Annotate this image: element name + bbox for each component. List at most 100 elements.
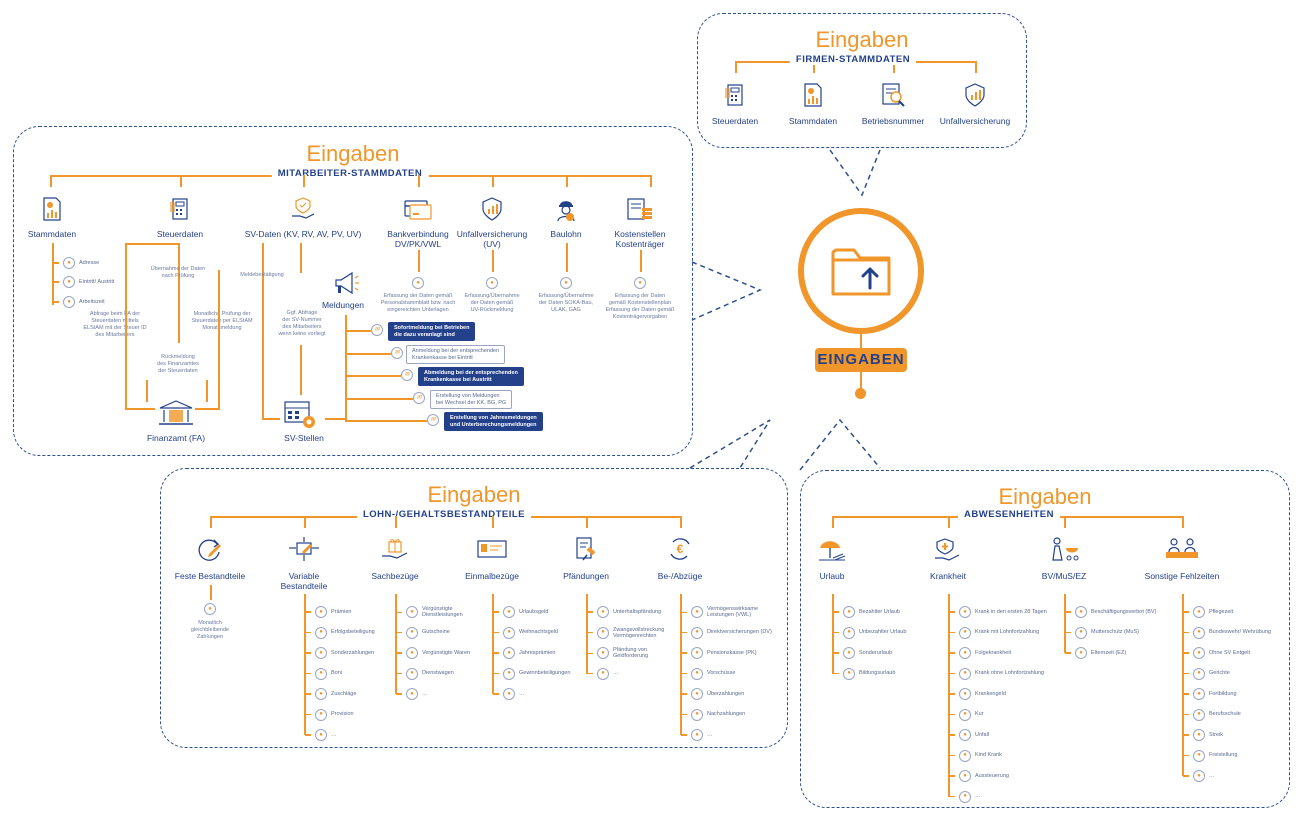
item-icon: ● bbox=[959, 790, 971, 803]
lohn-list-item: ●Weihnachtsgeld bbox=[493, 626, 558, 639]
lohn-list-item: ●Zuschläge bbox=[305, 688, 356, 700]
firmen-bubble bbox=[697, 13, 1027, 148]
abw-list-item: ●Krank in den ersten 28 Tagen bbox=[949, 606, 1047, 618]
lohn-col-label: Feste Bestandteile bbox=[174, 571, 246, 581]
item-icon: ● bbox=[691, 667, 703, 680]
steuer-note-4: Rückmeldung des Finanzamtes der Steuerda… bbox=[157, 354, 199, 374]
item-icon: ● bbox=[691, 606, 703, 619]
worker-helmet-icon bbox=[553, 196, 579, 222]
lohn-col-label: Variable Bestandteile bbox=[280, 571, 328, 592]
ma-stammdaten-label: Stammdaten bbox=[27, 229, 77, 239]
item-icon: ● bbox=[691, 708, 703, 721]
document-hammer-icon bbox=[573, 536, 599, 562]
meldung-4: Erstellung von Meldungen bei Wechsel der… bbox=[430, 390, 513, 410]
item-icon: ● bbox=[1075, 647, 1087, 659]
abw-list-item: ●Ohne SV Entgelt bbox=[1183, 647, 1250, 659]
abw-col-label: BV/MuS/EZ bbox=[1041, 571, 1087, 581]
lohn-col-label: Pfändungen bbox=[563, 571, 609, 581]
item-icon: ● bbox=[315, 626, 327, 639]
lohn-list-item: ●… bbox=[493, 688, 525, 700]
abw-list-item: ●Sonderurlaub bbox=[833, 647, 892, 659]
lohn-list-item: ●… bbox=[396, 688, 428, 700]
abw-list-item: ●Gerichte bbox=[1183, 667, 1230, 680]
abw-col-label: Urlaub bbox=[819, 571, 845, 581]
item-icon: ● bbox=[959, 708, 971, 721]
abw-list-item: ●Bundeswehr/ Wehrübung bbox=[1183, 626, 1271, 639]
abw-subtitle: ABWESENHEITEN bbox=[958, 509, 1060, 520]
item-icon: ● bbox=[1075, 626, 1087, 639]
item-icon: ● bbox=[406, 606, 418, 619]
sv-stellen-icon bbox=[283, 400, 317, 430]
mitarbeiter-title: Eingaben bbox=[306, 141, 400, 166]
item-icon: ● bbox=[1193, 606, 1205, 618]
lohn-list-item: ●Vergünstigte Waren bbox=[396, 647, 470, 659]
sv-note-1: Meldebestätigung bbox=[240, 272, 284, 278]
mitarbeiter-bubble bbox=[13, 126, 693, 456]
item-icon: ● bbox=[959, 606, 971, 618]
meldung-5: Erstellung von Jahresmeldungen und Unter… bbox=[444, 412, 543, 432]
firmen-betriebsnummer: Betriebsnummer bbox=[861, 116, 925, 126]
lohn-list-item: ●Nachzahlungen bbox=[681, 708, 745, 721]
item-icon: ● bbox=[597, 606, 609, 618]
lohn-list-item: ●Pfändung von Geldforderung bbox=[587, 647, 648, 660]
item-icon: ● bbox=[1193, 708, 1205, 721]
lohn-list-item: ●Vergünstigte Dienstleistungen bbox=[396, 606, 463, 619]
finanzamt-building-icon bbox=[156, 398, 196, 428]
kosten-label: Kostenstellen Kostenträger bbox=[614, 229, 666, 250]
item-icon: ● bbox=[315, 606, 327, 618]
item-icon: ● bbox=[315, 647, 327, 659]
item-icon: ● bbox=[406, 667, 418, 680]
item-icon: ● bbox=[406, 688, 418, 700]
lohn-col-label: Einmalbezüge bbox=[465, 571, 519, 581]
uv-shield-icon bbox=[479, 196, 505, 222]
uv-label: Unfallversicherung (UV) bbox=[456, 229, 528, 250]
abw-list-item: ●Streik bbox=[1183, 729, 1223, 741]
item-icon: ● bbox=[406, 647, 418, 659]
lohn-list-item: ●Vermögenswirksame Leistungen (VWL) bbox=[681, 606, 758, 619]
lohn-list-item: ●Provision bbox=[305, 708, 354, 721]
lohn-list-item: ●Zwangsvollstreckung Vermögenrechten bbox=[587, 627, 664, 640]
meldung-2: Anmeldung bei der entsprechenden Kranken… bbox=[406, 345, 506, 365]
lohn-list-item: ●Vorschüsse bbox=[681, 667, 735, 680]
lohn-col-label: Be-/Abzüge bbox=[657, 571, 703, 581]
ma-stamm-item: ●Eintritt/ Austritt bbox=[53, 276, 114, 288]
item-icon: ● bbox=[843, 606, 855, 618]
meldungen-label: Meldungen bbox=[321, 300, 365, 310]
item-icon: ● bbox=[959, 688, 971, 700]
abw-list-item: ●Krankengeld bbox=[949, 688, 1006, 700]
firmen-unfallversicherung: Unfallversicherung bbox=[939, 116, 1011, 126]
ma-steuerdaten-label: Steuerdaten bbox=[156, 229, 204, 239]
lohn-list-item: ●Dienstwagen bbox=[396, 667, 454, 680]
item-icon: ● bbox=[1193, 667, 1205, 680]
abw-list-item: ●Krank ohne Lohnfortzahlung bbox=[949, 667, 1044, 680]
abw-list-item: ●Bildungsurlaub bbox=[833, 667, 895, 680]
lohn-list-item: ●Pensionskasse (PK) bbox=[681, 647, 757, 659]
kosten-note: Erfassung der Daten gemäß Kostenstellenp… bbox=[605, 293, 675, 320]
lohn-bubble bbox=[160, 468, 788, 748]
item-icon: ● bbox=[503, 688, 515, 700]
feste-note: Monatlich gleichbleibende Zahlungen bbox=[190, 620, 230, 640]
item-icon: ● bbox=[691, 688, 703, 700]
calculator-icon bbox=[722, 82, 748, 108]
lohn-list-item: ●Boni bbox=[305, 667, 342, 680]
item-icon: ● bbox=[1075, 606, 1087, 618]
item-icon: ● bbox=[1193, 770, 1205, 782]
item-icon: ● bbox=[1193, 749, 1205, 762]
item-icon: ● bbox=[503, 647, 515, 659]
abw-col-label: Krankheit bbox=[930, 571, 966, 581]
firmen-stammdaten: Stammdaten bbox=[788, 116, 838, 126]
item-icon: ● bbox=[959, 749, 971, 762]
abw-col-label: Sonstige Fehlzeiten bbox=[1144, 571, 1220, 581]
euro-cycle-icon: € bbox=[667, 536, 693, 562]
item-icon: ● bbox=[691, 626, 703, 639]
item-icon: ● bbox=[503, 667, 515, 680]
lohn-list-item: ●Unterhaltspfändung bbox=[587, 606, 661, 618]
item-icon: ● bbox=[1193, 688, 1205, 700]
meldung-3: Abmeldung bei der entsprechenden Kranken… bbox=[418, 367, 524, 387]
lohn-list-item: ●Gewinnbeteiligungen bbox=[493, 667, 570, 680]
item-icon: ● bbox=[597, 626, 609, 639]
abw-list-item: ●Freistellung bbox=[1183, 749, 1237, 762]
lohn-list-item: ●Prämien bbox=[305, 606, 351, 618]
abw-list-item: ●Unfall bbox=[949, 729, 989, 741]
